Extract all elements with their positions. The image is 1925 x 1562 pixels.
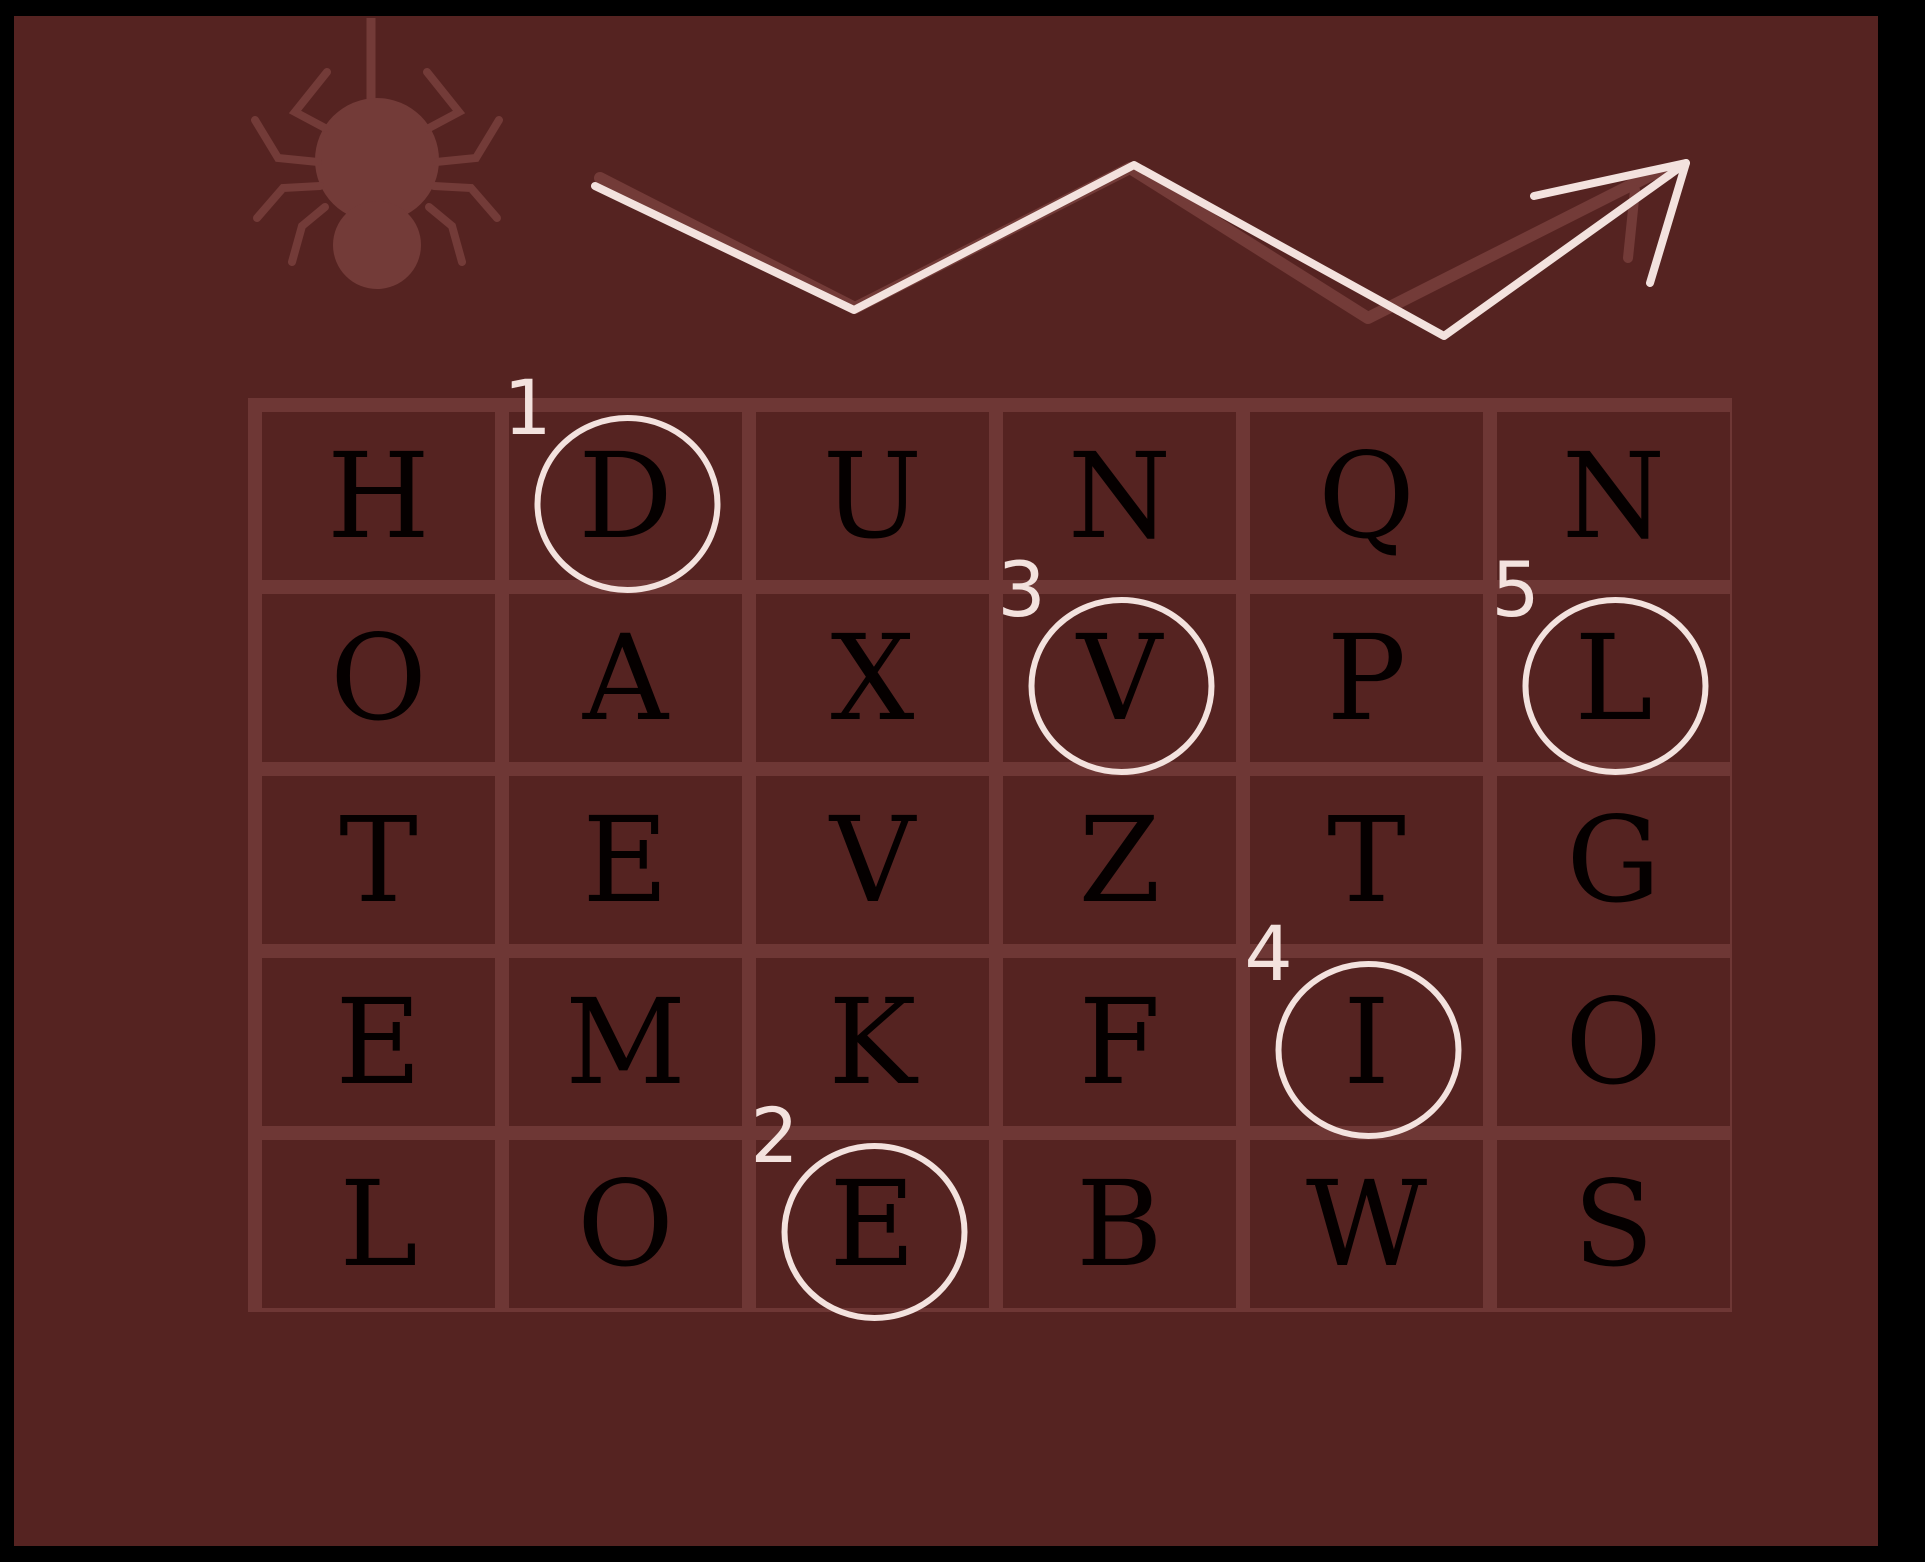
grid-letter: V bbox=[829, 791, 916, 929]
grid-letter: E bbox=[335, 973, 422, 1111]
grid-letter: T bbox=[339, 791, 418, 929]
marked-letter-4: 4 bbox=[1244, 909, 1462, 1139]
grid-cell-r2-c5[interactable]: P bbox=[1250, 594, 1483, 762]
grid-cell-r4-c1[interactable]: E bbox=[262, 958, 495, 1126]
grid-cell-r2-c1[interactable]: O bbox=[262, 594, 495, 762]
grid-letter: N bbox=[1067, 427, 1172, 565]
zigzag-arrow-icon bbox=[591, 159, 1690, 340]
marked-letter-1: 1 bbox=[503, 363, 721, 593]
grid-letter: N bbox=[1561, 427, 1666, 565]
grid-letter: K bbox=[828, 973, 917, 1111]
grid-letter: U bbox=[822, 427, 923, 565]
grid-cell-r1-c4[interactable]: N bbox=[1003, 412, 1236, 580]
grid-cell-r3-c1[interactable]: T bbox=[262, 776, 495, 944]
grid-cell-r3-c2[interactable]: E bbox=[509, 776, 742, 944]
step-number: 3 bbox=[997, 545, 1045, 634]
grid-letter: I bbox=[1343, 973, 1390, 1111]
grid-cell-r4-c6[interactable]: O bbox=[1497, 958, 1730, 1126]
spider-icon bbox=[251, 18, 503, 289]
grid-cell-r2-c2[interactable]: A bbox=[509, 594, 742, 762]
chalk-circle bbox=[781, 1143, 968, 1321]
grid-cell-r5-c2[interactable]: O bbox=[509, 1140, 742, 1308]
grid-cell-r5-c6[interactable]: S bbox=[1497, 1140, 1730, 1308]
step-number: 4 bbox=[1244, 909, 1292, 998]
grid-cell-r4-c5[interactable]: I bbox=[1250, 958, 1483, 1126]
grid-cell-r2-c3[interactable]: X bbox=[756, 594, 989, 762]
marked-letter-5: 5 bbox=[1491, 545, 1709, 775]
chalk-circle bbox=[1522, 597, 1709, 775]
marked-letter-3: 3 bbox=[997, 545, 1215, 775]
grid-letter: E bbox=[582, 791, 669, 929]
grid-letter: L bbox=[339, 1155, 418, 1293]
grid-letter: F bbox=[1078, 973, 1161, 1111]
marked-letter-2: 2 bbox=[750, 1091, 968, 1321]
chalk-circle bbox=[1028, 597, 1215, 775]
grid-letter: X bbox=[830, 609, 915, 747]
grid-letter: P bbox=[1326, 609, 1407, 747]
grid-letter: H bbox=[327, 427, 430, 565]
grid-letter: E bbox=[829, 1155, 916, 1293]
grid-cell-r1-c5[interactable]: Q bbox=[1250, 412, 1483, 580]
grid-letter: T bbox=[1327, 791, 1406, 929]
grid-letter: O bbox=[577, 1155, 674, 1293]
grid-cell-r1-c6[interactable]: N bbox=[1497, 412, 1730, 580]
grid-letter: W bbox=[1305, 1155, 1428, 1293]
grid-cell-r4-c2[interactable]: M bbox=[509, 958, 742, 1126]
step-number: 5 bbox=[1491, 545, 1539, 634]
grid-letter: Z bbox=[1078, 791, 1161, 929]
chalk-circle bbox=[1275, 961, 1462, 1139]
grid-cell-r4-c4[interactable]: F bbox=[1003, 958, 1236, 1126]
grid-cell-r5-c4[interactable]: B bbox=[1003, 1140, 1236, 1308]
grid-cell-r5-c1[interactable]: L bbox=[262, 1140, 495, 1308]
grid-letter: S bbox=[1573, 1155, 1654, 1293]
grid-cell-r3-c3[interactable]: V bbox=[756, 776, 989, 944]
grid-letter: G bbox=[1566, 791, 1661, 929]
step-number: 2 bbox=[750, 1091, 798, 1180]
grid-cell-r4-c3[interactable]: K bbox=[756, 958, 989, 1126]
grid-letter: A bbox=[582, 609, 669, 747]
grid-cell-r3-c5[interactable]: T bbox=[1250, 776, 1483, 944]
grid-letter: O bbox=[1565, 973, 1662, 1111]
grid-cell-r5-c3[interactable]: E bbox=[756, 1140, 989, 1308]
grid-cell-r1-c3[interactable]: U bbox=[756, 412, 989, 580]
grid-letter: B bbox=[1076, 1155, 1163, 1293]
grid-cell-r1-c1[interactable]: H bbox=[262, 412, 495, 580]
grid-letter: V bbox=[1076, 609, 1163, 747]
grid-cell-r3-c4[interactable]: Z bbox=[1003, 776, 1236, 944]
chalk-circle bbox=[534, 415, 721, 593]
grid-letter: L bbox=[1574, 609, 1653, 747]
grid-cell-r3-c6[interactable]: G bbox=[1497, 776, 1730, 944]
grid-letter: D bbox=[578, 427, 673, 565]
grid-cell-r5-c5[interactable]: W bbox=[1250, 1140, 1483, 1308]
step-number: 1 bbox=[503, 363, 551, 452]
grid-letter: Q bbox=[1318, 427, 1415, 565]
grid-letter: O bbox=[330, 609, 427, 747]
grid-letter: M bbox=[565, 973, 686, 1111]
